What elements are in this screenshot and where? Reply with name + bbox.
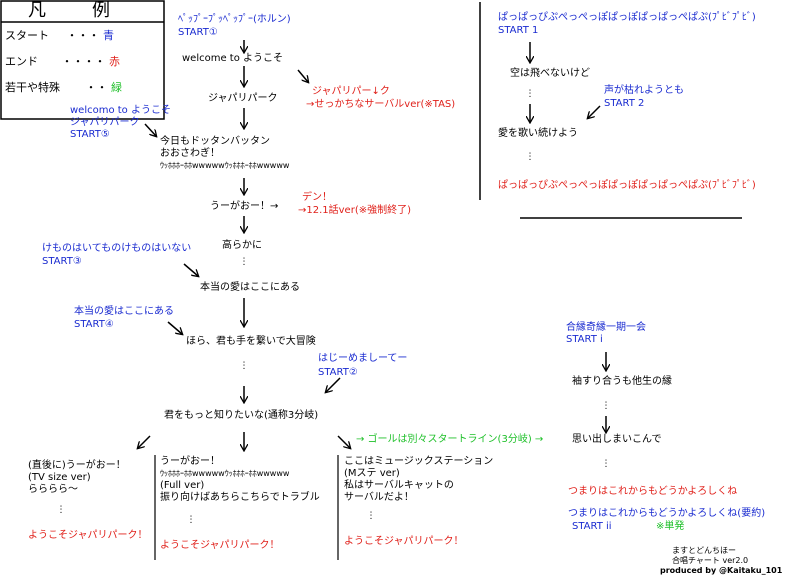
- tv-line3: らららら～: [28, 484, 78, 495]
- ms-line2: (Mステ ver): [344, 468, 400, 479]
- welcome-node: welcome to ようこそ: [182, 53, 284, 64]
- sora-node: 空は飛べないけど: [510, 68, 590, 79]
- dottan-line3: ｳｯﾎﾎﾎｰﾎﾎwwwwwｳｯﾎﾎﾎｰﾎﾎwwwww: [160, 161, 290, 170]
- ellipsis-rb1: ⋮: [601, 401, 611, 411]
- ellipsis-rb2: ⋮: [601, 459, 611, 469]
- goal-note: → ゴールは別々スタートライン(3分岐) →: [356, 434, 544, 445]
- honto-node: 本当の愛はここにある: [200, 282, 300, 293]
- ms-line3: 私はサーバルキャットの: [344, 480, 454, 491]
- start2-line1: はじーめましーてー: [318, 353, 408, 364]
- start4-line1: 本当の愛はここにある: [74, 306, 174, 317]
- den-title: デン！: [302, 192, 332, 203]
- ellipsis-tv: ⋮: [56, 505, 66, 515]
- takaraka-node: 高らかに: [222, 240, 262, 251]
- tv-end: ようこそジャパリパーク！: [28, 530, 148, 541]
- horn-label: ﾍﾟｯﾌﾟｰﾌﾟｯﾍﾟｯﾌﾟｰ(ホルン): [178, 14, 291, 25]
- start5-line2: ジャパリパーク: [70, 117, 140, 128]
- ellipsis-2: ⋮: [239, 361, 249, 371]
- ms-line4: サーバルだよ！: [344, 492, 414, 503]
- tsumari-start: つまりはこれからもどうかよろしくね(要約): [568, 508, 766, 519]
- full-line2: ｳｯﾎﾎﾎｰﾎﾎwwwwwｳｯﾎﾎﾎｰﾎﾎwwwww: [160, 469, 290, 478]
- full-line4: 振り向けばあちらこちらでトラブル: [160, 492, 320, 503]
- gouen-line: 合縁奇縁一期一会: [566, 322, 646, 333]
- tanpatsu-note: ※単発: [656, 521, 685, 532]
- credit-line1: ますとどんちほー: [672, 546, 736, 555]
- ms-line1: ここはミュージックステーション: [344, 456, 494, 467]
- credit-line2: 合唱チャート ver2.0: [672, 556, 749, 565]
- ellipsis-1: ⋮: [239, 257, 249, 267]
- tv-line2: (TV size ver): [28, 472, 91, 483]
- dottan-line2: おおさわぎ！: [160, 148, 220, 159]
- papa-end: ぱっぱっぴぷぺっぺっぽぱっぽぱっぱっぺぱぷ(ﾌﾟﾋﾞﾌﾟﾋﾞ): [498, 180, 756, 191]
- start5-line1: welcomo to ようこそ: [70, 105, 171, 116]
- koe-line2: START 2: [604, 98, 645, 109]
- ugao-node: うーがおー！→: [210, 201, 279, 212]
- start3-line1: けものはいてものけものはいない: [42, 243, 192, 254]
- tas-sub: →せっかちなサーバルver(※TAS): [306, 99, 456, 110]
- full-line3: (Full ver): [160, 480, 205, 491]
- legend-box: [0, 0, 165, 120]
- tsumari-end: つまりはこれからもどうかよろしくね: [568, 486, 738, 497]
- papa-start: ぱっぱっぴぷぺっぺっぽぱっぽぱっぱっぺぱぷ(ﾌﾟﾋﾞﾌﾟﾋﾞ): [498, 12, 756, 23]
- start-ii: START ii: [572, 521, 612, 532]
- dottan-line1: 今日もドッタンバッタン: [160, 136, 270, 147]
- tas-title: ジャパリパー↓ク: [312, 86, 390, 97]
- hora-node: ほら、君も手を繋いで大冒険: [186, 336, 316, 347]
- japari-node: ジャパリパーク: [208, 93, 278, 104]
- ai-node: 愛を歌い続けよう: [498, 128, 578, 139]
- start2-line2: START②: [318, 367, 358, 378]
- tv-line1: (直後に)うーがおー！: [28, 460, 126, 471]
- omoi-node: 思い出しまいこんで: [572, 434, 662, 445]
- ms-end: ようこそジャパリパーク！: [344, 536, 464, 547]
- start-i: START i: [566, 334, 603, 345]
- start5-line3: START⑤: [70, 129, 110, 140]
- legend-row-start: スタート ・・・ 青: [5, 29, 114, 42]
- start1-label: START①: [178, 27, 218, 38]
- den-sub: →12.1話ver(※強制終了): [298, 205, 412, 216]
- full-end: ようこそジャパリパーク！: [160, 540, 280, 551]
- ellipsis-full: ⋮: [186, 515, 196, 525]
- ellipsis-ms: ⋮: [366, 511, 376, 521]
- full-line1: うーがおー！: [160, 456, 220, 467]
- legend-row-end: エンド ・・・・ 赤: [5, 55, 120, 68]
- ellipsis-rt1: ⋮: [525, 89, 535, 99]
- sode-node: 袖すり合うも他生の縁: [572, 376, 672, 387]
- legend-title: 凡 例: [28, 0, 124, 21]
- right-start1: START 1: [498, 25, 539, 36]
- kimi-node: 君をもっと知りたいな(通称3分岐): [164, 410, 319, 421]
- main-arrows: [138, 40, 606, 450]
- credit-line3: produced by @Kaitaku_101: [660, 566, 783, 575]
- start3-line2: START③: [42, 256, 82, 267]
- ellipsis-rt2: ⋮: [525, 152, 535, 162]
- start4-line2: START④: [74, 319, 114, 330]
- legend-row-special: 若干や特殊 ・・ 緑: [5, 81, 122, 94]
- koe-line1: 声が枯れようとも: [604, 85, 684, 96]
